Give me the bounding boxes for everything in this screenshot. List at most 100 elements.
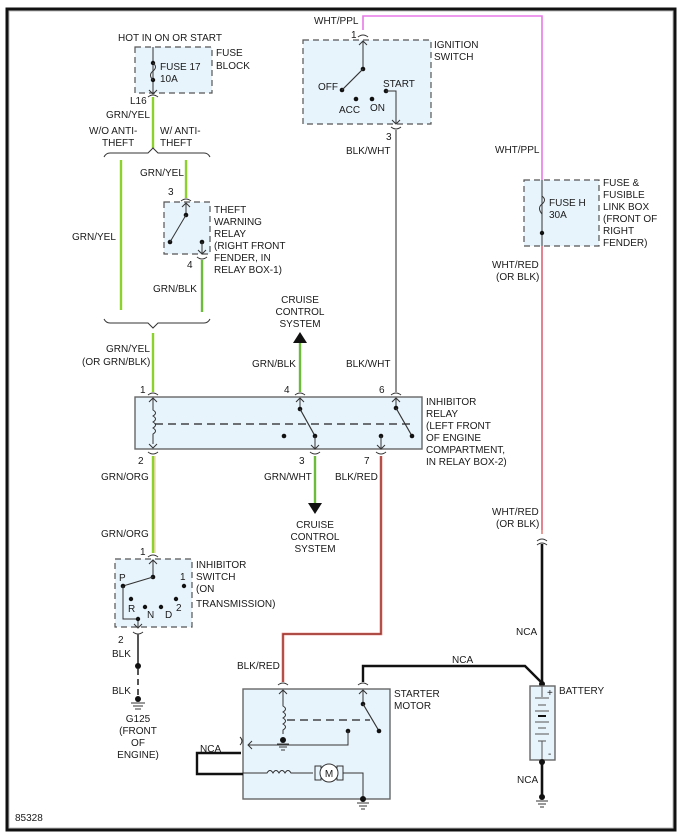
- starter-motor-title: STARTER: [394, 689, 440, 700]
- svg-text:NCA: NCA: [517, 775, 538, 786]
- svg-text:THEFT: THEFT: [102, 138, 134, 149]
- theft-warning-relay: [163, 201, 211, 255]
- svg-text:(FRONT: (FRONT: [119, 726, 157, 737]
- svg-text:GRN/BLK: GRN/BLK: [252, 359, 296, 370]
- svg-text:IN RELAY BOX-2): IN RELAY BOX-2): [426, 457, 507, 468]
- fuse-17-rating: 10A: [160, 74, 178, 85]
- svg-text:BLOCK: BLOCK: [216, 61, 250, 72]
- diagram-frame: [5, 7, 677, 832]
- ignition-switch-lever: [341, 68, 364, 91]
- svg-text:GRN/YEL: GRN/YEL: [106, 110, 150, 121]
- ground-icon: [131, 702, 145, 710]
- svg-text:WARNING: WARNING: [214, 217, 262, 228]
- svg-text:7: 7: [364, 456, 370, 467]
- svg-text:W/ ANTI-: W/ ANTI-: [160, 126, 201, 137]
- svg-text:RELAY: RELAY: [214, 229, 246, 240]
- fuse-17-icon: [150, 62, 156, 81]
- svg-text:FUSE H: FUSE H: [549, 198, 586, 209]
- svg-text:(ON: (ON: [196, 584, 214, 595]
- cruise-control-down-label: CRUISE: [296, 520, 334, 531]
- svg-text:MOTOR: MOTOR: [394, 701, 431, 712]
- svg-text:GRN/YEL: GRN/YEL: [140, 168, 184, 179]
- relay-coil-icon: [148, 397, 158, 449]
- svg-text:WHT/PPL: WHT/PPL: [495, 145, 540, 156]
- svg-text:1: 1: [140, 547, 146, 558]
- svg-text:(LEFT FRONT: (LEFT FRONT: [426, 421, 491, 432]
- svg-text:THEFT: THEFT: [160, 138, 192, 149]
- svg-text:1: 1: [351, 30, 357, 41]
- solenoid-coil-icon: [278, 689, 288, 734]
- figure-id: 85328: [15, 813, 43, 824]
- svg-text:BLK/WHT: BLK/WHT: [346, 359, 390, 370]
- arrow-down-icon: [308, 503, 322, 514]
- svg-text:2: 2: [118, 635, 124, 646]
- svg-text:WHT/RED: WHT/RED: [492, 260, 539, 271]
- wire-blk-red: [281, 456, 383, 682]
- svg-text:6: 6: [379, 385, 385, 396]
- fuse-17-label: FUSE 17: [160, 62, 201, 73]
- fuse-block-title: FUSE: [216, 48, 243, 59]
- relay-switch-icon: [169, 214, 187, 243]
- svg-text:BLK: BLK: [112, 686, 131, 697]
- svg-text:BLK/RED: BLK/RED: [237, 661, 280, 672]
- ignition-switch-title: IGNITION: [434, 40, 478, 51]
- svg-text:2: 2: [138, 456, 144, 467]
- battery-cells-icon: [535, 686, 549, 760]
- starter-motor: [242, 688, 391, 800]
- svg-text:COMPARTMENT,: COMPARTMENT,: [426, 445, 505, 456]
- svg-text:OF ENGINE: OF ENGINE: [426, 433, 481, 444]
- svg-text:NCA: NCA: [452, 655, 473, 666]
- svg-text:30A: 30A: [549, 210, 567, 221]
- svg-text:BLK/WHT: BLK/WHT: [346, 146, 390, 157]
- svg-text:NCA: NCA: [516, 627, 537, 638]
- svg-text:FENDER): FENDER): [603, 238, 647, 249]
- svg-text:ACC: ACC: [339, 105, 360, 116]
- svg-text:START: START: [383, 79, 415, 90]
- svg-text:RELAY: RELAY: [426, 409, 458, 420]
- svg-text:GRN/WHT: GRN/WHT: [264, 472, 312, 483]
- inhibitor-relay-title: INHIBITOR: [426, 397, 476, 408]
- svg-text:CONTROL: CONTROL: [276, 307, 325, 318]
- theft-relay-title: THEFT: [214, 205, 246, 216]
- svg-text:GRN/YEL: GRN/YEL: [106, 344, 150, 355]
- svg-text:(OR GRN/BLK): (OR GRN/BLK): [82, 357, 150, 368]
- svg-text:1: 1: [180, 572, 186, 583]
- fuse-link-box-title: FUSE &: [603, 178, 639, 189]
- svg-text:FUSIBLE: FUSIBLE: [603, 190, 645, 201]
- svg-text:R: R: [128, 604, 135, 615]
- svg-text:RELAY BOX-1): RELAY BOX-1): [214, 265, 282, 276]
- connector-icon: [147, 89, 159, 98]
- battery-title: BATTERY: [559, 686, 605, 697]
- svg-text:(FRONT OF: (FRONT OF: [603, 214, 657, 225]
- svg-text:CONTROL: CONTROL: [291, 532, 340, 543]
- svg-text:BLK: BLK: [112, 649, 131, 660]
- motor-icon: [319, 763, 339, 783]
- fuse-block-header: HOT IN ON OR START: [118, 33, 222, 44]
- svg-text:-: -: [548, 749, 551, 760]
- svg-text:2: 2: [176, 603, 182, 614]
- svg-text:FENDER, IN: FENDER, IN: [214, 253, 271, 264]
- field-coil-icon: [243, 770, 313, 774]
- svg-text:WHT/PPL: WHT/PPL: [314, 16, 359, 27]
- svg-text:4: 4: [187, 260, 193, 271]
- svg-text:D: D: [165, 610, 172, 621]
- ground-icon: [536, 800, 548, 808]
- fuse-block: [134, 46, 213, 94]
- svg-text:+: +: [547, 688, 553, 699]
- svg-text:OF: OF: [131, 738, 145, 749]
- svg-text:N: N: [147, 610, 154, 621]
- svg-text:3: 3: [299, 456, 305, 467]
- svg-text:GRN/BLK: GRN/BLK: [153, 284, 197, 295]
- svg-text:BLK/RED: BLK/RED: [335, 472, 378, 483]
- inhibitor-switch-title: INHIBITOR: [196, 560, 246, 571]
- svg-text:(RIGHT FRONT: (RIGHT FRONT: [214, 241, 285, 252]
- fuse-link-box: [523, 179, 600, 247]
- svg-text:SYSTEM: SYSTEM: [294, 544, 335, 555]
- split-brace-bottom: [103, 318, 211, 329]
- cruise-control-up-label: CRUISE: [281, 295, 319, 306]
- ignition-switch: [302, 39, 432, 125]
- inhibitor-relay: [134, 396, 423, 450]
- svg-text:SYSTEM: SYSTEM: [279, 319, 320, 330]
- svg-text:M: M: [325, 769, 333, 780]
